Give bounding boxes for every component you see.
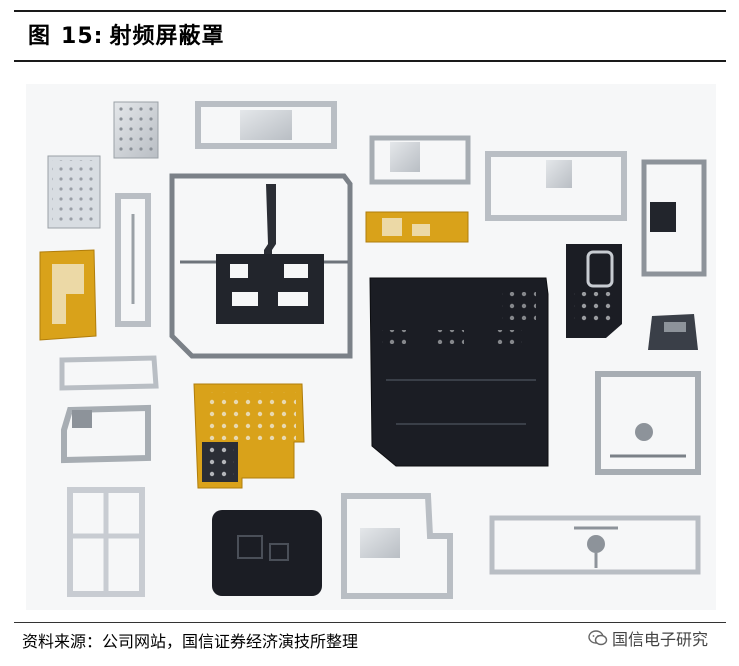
- shield-part-small-frame: [369, 135, 471, 185]
- shield-part-black-tall: [566, 244, 622, 338]
- shield-part-tall-frame: [641, 159, 707, 277]
- source-rule: [14, 622, 726, 623]
- shield-part-gold-film-strip: [365, 211, 469, 243]
- shield-part-long-frame: [489, 515, 701, 575]
- top-rule: [14, 10, 726, 12]
- shield-part-right-frame: [485, 151, 627, 221]
- shield-part-black-rounded: [212, 510, 322, 596]
- figure-label: 图: [28, 24, 52, 49]
- rf-shield-photo: [26, 84, 716, 610]
- shield-part-gold-film-left: [39, 249, 97, 341]
- shield-part-gold-dotted: [193, 383, 305, 489]
- shield-part-dotted-plate: [47, 155, 101, 229]
- title-rule: [14, 60, 726, 62]
- shield-part-large-black: [369, 277, 549, 467]
- figure-number: 15:: [61, 24, 104, 49]
- shield-part-grid-frame: [67, 487, 145, 597]
- source-note: 资料来源：公司网站，国信证券经济演技所整理: [22, 632, 359, 651]
- shield-part-large-frame: [169, 173, 353, 359]
- figure-caption: 射频屏蔽罩: [109, 24, 225, 49]
- shield-part-lower-right-frame: [595, 371, 701, 475]
- shield-part-small-bracket: [59, 355, 159, 391]
- shield-part-small-dotted: [113, 101, 159, 159]
- shield-part-left-frame: [61, 404, 151, 464]
- shield-part-narrow-frame: [115, 193, 151, 327]
- watermark: 国信电子研究: [588, 626, 708, 650]
- figure-title: 图 15:射频屏蔽罩: [28, 18, 224, 50]
- wechat-icon: [588, 630, 608, 646]
- shield-part-dark-bracket: [648, 314, 698, 350]
- shield-part-irregular-frame: [341, 493, 453, 599]
- watermark-text: 国信电子研究: [612, 630, 709, 649]
- shield-part-top-frame: [195, 101, 337, 149]
